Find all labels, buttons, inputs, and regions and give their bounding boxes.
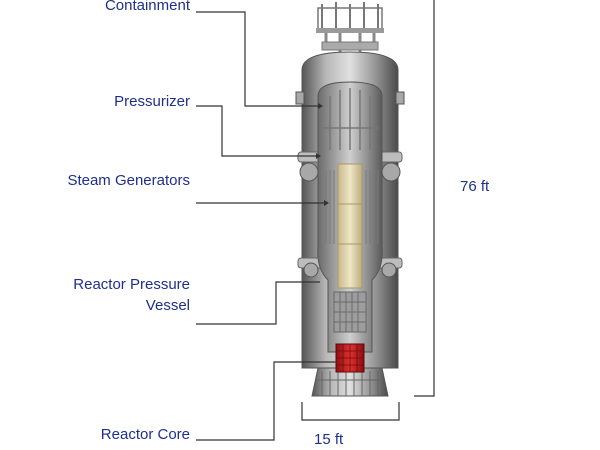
reactor-core: [335, 343, 365, 373]
label-reactor-core: Reactor Core: [100, 426, 190, 443]
leader-reactor-pressure-vessel: [196, 281, 320, 325]
label-reactor-pressure-vessel-line2: Vessel: [145, 297, 190, 314]
dimension-width-label: 15 ft: [314, 431, 344, 448]
label-pressurizer: Pressurizer: [114, 93, 190, 110]
leader-lines: [196, 11, 336, 441]
side-nozzles: [295, 91, 405, 278]
dimension-brackets: [301, 0, 435, 421]
width-bracket: [301, 402, 400, 421]
reactor-pressure-vessel: [317, 81, 383, 353]
leader-pressurizer: [196, 105, 316, 157]
leader-arrowheads: [316, 103, 329, 206]
top-piping: [316, 2, 384, 52]
leader-reactor-core: [196, 361, 336, 441]
label-steam-generators: Steam Generators: [67, 172, 190, 189]
label-containment: Containment: [104, 0, 190, 14]
leader-containment: [196, 11, 318, 107]
height-bracket: [414, 0, 435, 397]
dimension-height-label: 76 ft: [460, 178, 490, 195]
label-reactor-pressure-vessel-line1: Reactor Pressure: [73, 276, 190, 293]
